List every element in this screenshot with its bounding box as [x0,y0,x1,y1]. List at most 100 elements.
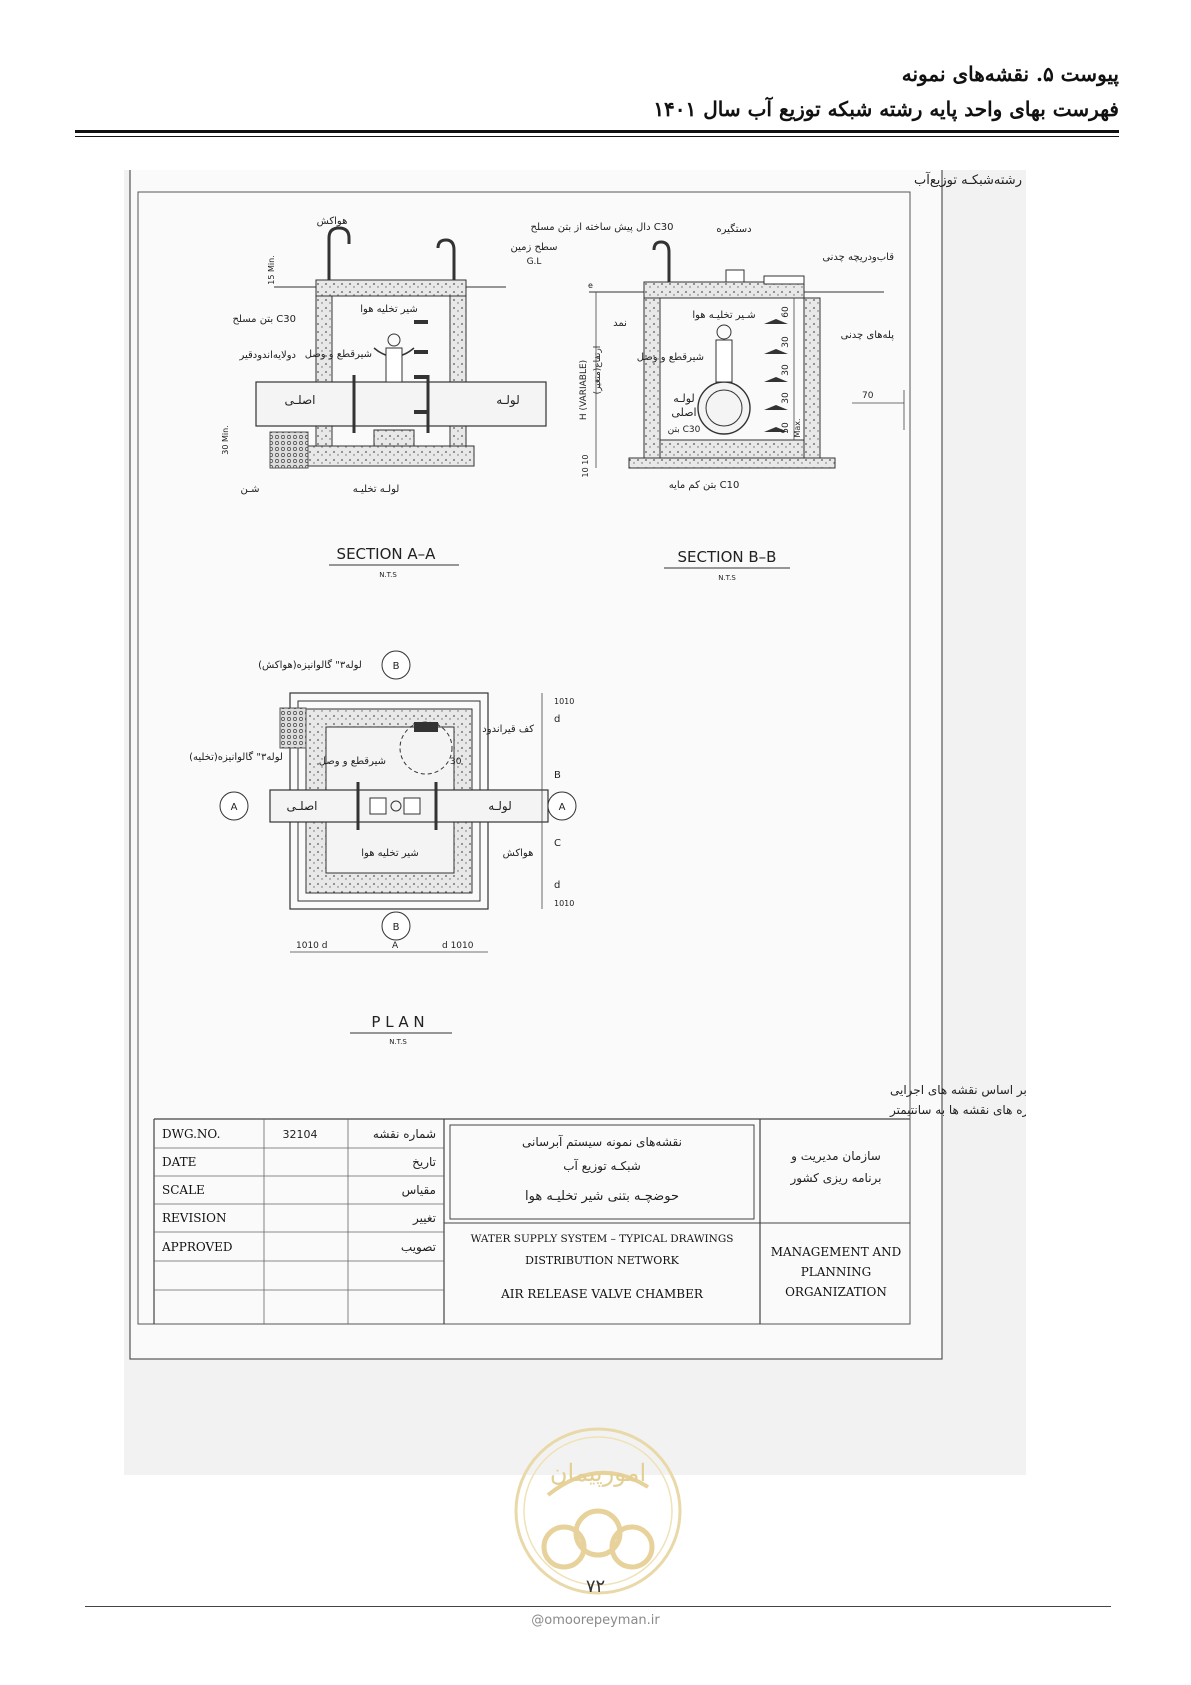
bb-dim-1: 60 [781,306,791,318]
plan-marker-b-top-label: B [393,661,400,672]
aa-main-pipe [255,381,547,427]
plan-vent-label: هواکش [503,848,534,859]
tb-scale-fa: مقیاس [402,1183,436,1198]
bb-dim-3: 30 [781,364,791,376]
plan-marker-b-bottom [381,911,411,941]
aa-ground-level-label: سطح زمین [510,242,557,253]
aa-air-valve-label: شیر تخلیه هوا [360,304,417,315]
bb-steps-label: پله‌های چدنی [841,330,895,341]
bb-main-label: اصلی [671,406,696,419]
bb-dim-70: 70 [862,391,874,401]
note-line-1: اندازه های A,B,C,d,e,f بر اساس نقشه های … [890,1083,1026,1098]
bb-handle [725,269,745,283]
watermark-logo-text: امورپیمان [550,1459,646,1487]
aa-concrete-label: بتن مسلح C30 [232,314,296,325]
aa-gravel [269,431,309,469]
plan-title: P L A N [371,1013,424,1031]
aa-min15-label: 15 Min. [267,255,276,284]
plan-marker-a-right-label: A [559,802,566,813]
bb-left-wall [643,297,661,459]
title-block: DWG.NO. 32104 شماره نقشه DATE تاریخ SCAL… [153,1118,910,1324]
bb-dim-top: e [588,281,593,290]
bb-lean-concrete [628,457,836,469]
bb-lean-concrete-label: بتن کم مایه C10 [669,480,740,491]
tb-en-title-2: DISTRIBUTION NETWORK [525,1254,679,1267]
tb-fa-title-2: شبکـه توزیع آب [563,1158,641,1174]
aa-pipe-label: لولـه [496,393,519,408]
plan-dim-b: B [554,770,561,781]
page-number: ۷۲ [585,1576,606,1597]
tb-date-label: DATE [162,1155,196,1169]
section-b-b: دال پیش ساخته از بتن مسلح C30 دستگیره قا… [531,222,905,582]
header-rule-thin [75,136,1119,137]
tb-org-fa-2: برنامه ریزی کشور [789,1171,881,1186]
bb-handle-label: دستگیره [716,223,751,235]
plan-view: A A B B لوله۳" گالوانیزه(هواکش) لوله۳" گ… [189,650,577,1046]
tb-dwgno-label: DWG.NO. [162,1127,220,1141]
watermark-logo: امورپیمان [514,1427,682,1595]
plan-dim-bottom-right: d 1010 [442,941,474,951]
bb-dim-bottom: 10 10 [581,455,590,478]
aa-top-slab [315,279,467,297]
bb-air-valve-label: شـیر تخلیـه هوا [692,310,755,321]
aa-air-vent-label: هواکش [317,216,348,227]
tb-approved-fa: تصویب [401,1240,436,1255]
header-appendix-title: پیوست ۵. نقشه‌های نمونه [901,62,1119,86]
bb-cast-iron-frame [763,275,805,285]
bb-dim-2: 30 [781,336,791,348]
tb-fa-title-3: حوضچـه بتنی شیر تخلیـه هوا [525,1189,679,1204]
plan-dim-30: 30 [450,757,462,767]
bb-top-slab [643,281,805,299]
plan-dim-c: C [554,838,561,849]
plan-dim-bottom-a: A [392,941,399,951]
tb-org-fa-1: سازمان مدیریت و [790,1149,881,1164]
tb-approved-label: APPROVED [161,1240,233,1254]
plan-drain-pipe-label: لوله۳" گالوانیزه(تخلیه) [189,751,283,763]
tb-org-en-3: ORGANIZATION [785,1285,887,1299]
plan-marker-a-left-label: A [231,802,238,813]
bb-gate-valve-label: شیرقطع و وصل [637,352,704,363]
plan-air-valve-label: شیر تخلیه هوا [361,848,418,859]
aa-base [307,445,475,467]
aa-gl-label: G.L [527,257,542,267]
header-document-title: فهرست بهای واحد پایه رشته شبکه توزیع آب … [653,97,1119,121]
frame-title: فهرست بهای واحد پایه رشته‌شبکـه توزیع‌آب [914,171,1026,188]
plan-pipe-label: لولـه [488,799,511,814]
tb-scale-label: SCALE [162,1183,205,1197]
aa-main-label: اصلـی [284,393,315,407]
tb-fa-title-1: نقشه‌های نمونه سیستم آبرسانی [522,1134,682,1150]
tb-dwgno-value: 32104 [283,1128,318,1141]
bb-pipe-label: لولـه [673,392,695,405]
tb-en-title-3: AIR RELEASE VALVE CHAMBER [500,1287,704,1301]
bb-precast-slab-label: دال پیش ساخته از بتن مسلح C30 [531,222,674,233]
technical-drawing: فهرست بهای واحد پایه رشته‌شبکـه توزیع‌آب… [129,170,1026,1360]
aa-min30-label: 30 Min. [221,425,230,454]
header-rule-thick [75,130,1119,133]
section-a-a: هواکش سطح زمین G.L بتن مسلح C30 دولایه‌ا… [221,216,558,579]
bb-height-fa-label: ارتفاع(متغیر) [593,346,603,395]
plan-floor-slope-label: کف قیراندود [482,724,534,735]
bb-section-title: SECTION B–B [678,548,777,566]
plan-vent-pipe-label: لوله۳" گالوانیزه(هواکش) [258,659,362,671]
plan-dim-d-top: d [554,714,560,725]
tb-revision-label: REVISION [162,1211,227,1225]
note-line-2: کلیه اندازه های نقشه ها به سانتیمتر [889,1103,1026,1118]
plan-scale: N.T.S [389,1038,407,1046]
tb-dwgno-fa: شماره نقشه [373,1127,436,1142]
bb-right-wall [803,297,821,459]
bb-max-label: Max. [793,418,802,437]
aa-gate-valve-label: شیرقطع و وصل [305,349,372,360]
bb-concrete-c30-label: بتن C30 [668,425,701,435]
tb-org-en-2: PLANNING [801,1265,872,1279]
plan-gate-valve-label: شیرقطع و وصل [319,756,386,767]
tb-en-title-1: WATER SUPPLY SYSTEM – TYPICAL DRAWINGS [471,1233,734,1245]
aa-drain-pipe-label: لولـه تخلیـه [353,484,400,495]
footer-rule [85,1606,1111,1607]
drawing-sheet: فهرست بهای واحد پایه رشته‌شبکـه توزیع‌آب… [124,170,1026,1475]
bb-felt-label: نمد [613,318,627,329]
plan-marker-a-left [219,791,249,821]
bb-height-label: H (VARIABLE) [579,360,589,420]
plan-dim-bottom-left: 1010 d [296,941,327,951]
plan-dim-d-bottom: d [554,880,560,891]
tb-date-fa: تاریخ [412,1155,436,1170]
